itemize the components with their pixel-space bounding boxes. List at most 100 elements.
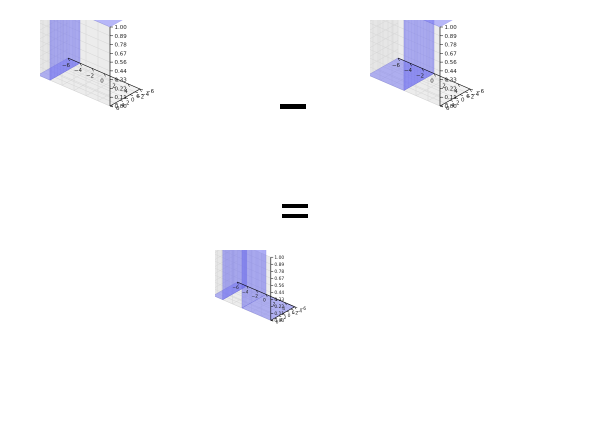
y-tick-label: 4 — [121, 103, 125, 109]
x-tick-mark — [397, 57, 400, 62]
x-tick-label: 0 — [430, 79, 434, 85]
y-tick-label: −2 — [292, 311, 299, 317]
axes — [67, 26, 144, 108]
surface — [370, 20, 453, 91]
surface-plot-top-left: −6−4−20246−6−4−202460.000.110.220.330.44… — [40, 20, 155, 112]
y-tick-label: 0 — [288, 313, 291, 319]
y-tick-label: −6 — [300, 306, 307, 312]
z-tick-label: 0.56 — [445, 60, 458, 66]
x-tick-mark — [294, 306, 297, 310]
y-tick-mark — [119, 100, 124, 102]
x-tick-label: −4 — [74, 68, 83, 74]
x-tick-label: 6 — [466, 94, 470, 100]
y-tick-label: 0 — [131, 98, 135, 104]
y-tick-label: 2 — [284, 315, 287, 321]
z-tick-label: 0.33 — [115, 78, 128, 84]
x-tick-label: 2 — [112, 84, 116, 90]
y-tick-mark — [286, 311, 290, 313]
x-tick-mark — [91, 68, 94, 72]
y-tick-mark — [114, 102, 119, 105]
y-tick-label: −4 — [471, 92, 480, 98]
surface-plot-result: −6−4−20246−6−4−202460.000.110.220.330.44… — [215, 250, 307, 326]
surface-band-wall-left — [222, 250, 247, 300]
x-tick-label: 2 — [442, 84, 446, 90]
axes — [236, 256, 298, 322]
x-tick-mark — [421, 68, 424, 72]
z-tick-label: 0.22 — [445, 86, 457, 92]
surface-mesh — [49, 20, 81, 81]
y-axis-line — [270, 306, 295, 321]
y-tick-mark — [449, 100, 454, 102]
x-tick-label: −4 — [242, 289, 249, 295]
x-tick-label: −4 — [404, 68, 413, 74]
grid-line-z — [40, 20, 111, 63]
tick-labels: −6−4−20246−6−4−202460.000.110.220.330.44… — [392, 25, 485, 112]
z-tick-label: 0.89 — [115, 34, 128, 40]
y-tick-label: 6 — [276, 320, 279, 326]
y-tick-mark — [274, 317, 278, 320]
z-tick-label: 0.89 — [274, 262, 284, 268]
z-tick-label: 1.00 — [445, 25, 458, 31]
z-tick-label: 0.44 — [445, 69, 458, 75]
z-tick-label: 0.11 — [445, 95, 457, 101]
z-tick-label: 0.33 — [274, 297, 284, 303]
grid-line-z — [72, 20, 111, 37]
y-tick-mark — [464, 91, 469, 94]
x-tick-mark — [445, 78, 448, 82]
x-tick-mark — [115, 78, 118, 82]
x-tick-mark — [103, 73, 106, 77]
x-tick-mark — [469, 88, 472, 93]
z-tick-label: 0.00 — [445, 104, 458, 110]
z-tick-label: 0.56 — [115, 60, 128, 66]
y-tick-mark — [444, 102, 449, 105]
y-tick-mark — [129, 94, 134, 96]
z-tick-label: 0.89 — [445, 34, 458, 40]
z-tick-label: 0.33 — [445, 78, 458, 84]
grid-line-z — [370, 48, 441, 98]
y-tick-label: 2 — [126, 100, 130, 106]
x-tick-label: −2 — [416, 73, 424, 79]
z-tick-label: 0.78 — [115, 43, 128, 49]
surface-mesh — [403, 20, 435, 91]
x-tick-mark — [67, 57, 70, 62]
y-tick-label: −6 — [146, 89, 155, 95]
z-tick-label: 0.78 — [445, 43, 458, 49]
y-tick-mark — [454, 97, 459, 99]
x-tick-label: 6 — [136, 94, 140, 100]
y-tick-label: 6 — [116, 106, 120, 112]
z-tick-label: 0.67 — [274, 276, 284, 282]
x-tick-mark — [79, 63, 82, 67]
z-tick-label: 0.78 — [274, 269, 284, 275]
y-tick-label: 2 — [456, 100, 460, 106]
x-tick-mark — [256, 290, 258, 293]
x-tick-mark — [139, 88, 142, 93]
x-tick-label: 4 — [282, 306, 285, 312]
surface-plot-top-right: −6−4−20246−6−4−202460.000.110.220.330.44… — [370, 20, 485, 112]
x-tick-mark — [127, 83, 130, 87]
x-tick-label: 0 — [100, 79, 104, 85]
z-tick-label: 1.00 — [274, 255, 284, 261]
x-tick-label: −6 — [392, 63, 401, 69]
x-tick-label: 4 — [454, 89, 458, 95]
x-tick-mark — [457, 83, 460, 87]
grid-line-z — [52, 20, 111, 45]
y-tick-label: 6 — [446, 106, 450, 112]
equals-operator-top-bar — [282, 204, 308, 208]
x-axis-line — [237, 281, 295, 308]
z-tick-label: 0.00 — [274, 318, 284, 324]
x-tick-label: −6 — [62, 63, 71, 69]
x-tick-mark — [275, 298, 278, 302]
y-tick-label: −4 — [296, 308, 303, 314]
y-tick-label: 0 — [461, 98, 465, 104]
y-tick-label: −6 — [476, 89, 485, 95]
y-tick-label: 4 — [451, 103, 455, 109]
z-tick-label: 0.11 — [274, 311, 284, 317]
x-tick-mark — [284, 302, 287, 306]
x-tick-mark — [246, 286, 249, 289]
x-tick-mark — [236, 281, 239, 285]
equals-operator-bottom-bar — [282, 214, 308, 218]
y-tick-mark — [134, 91, 139, 94]
y-tick-mark — [124, 97, 129, 99]
y-tick-label: −4 — [141, 92, 150, 98]
